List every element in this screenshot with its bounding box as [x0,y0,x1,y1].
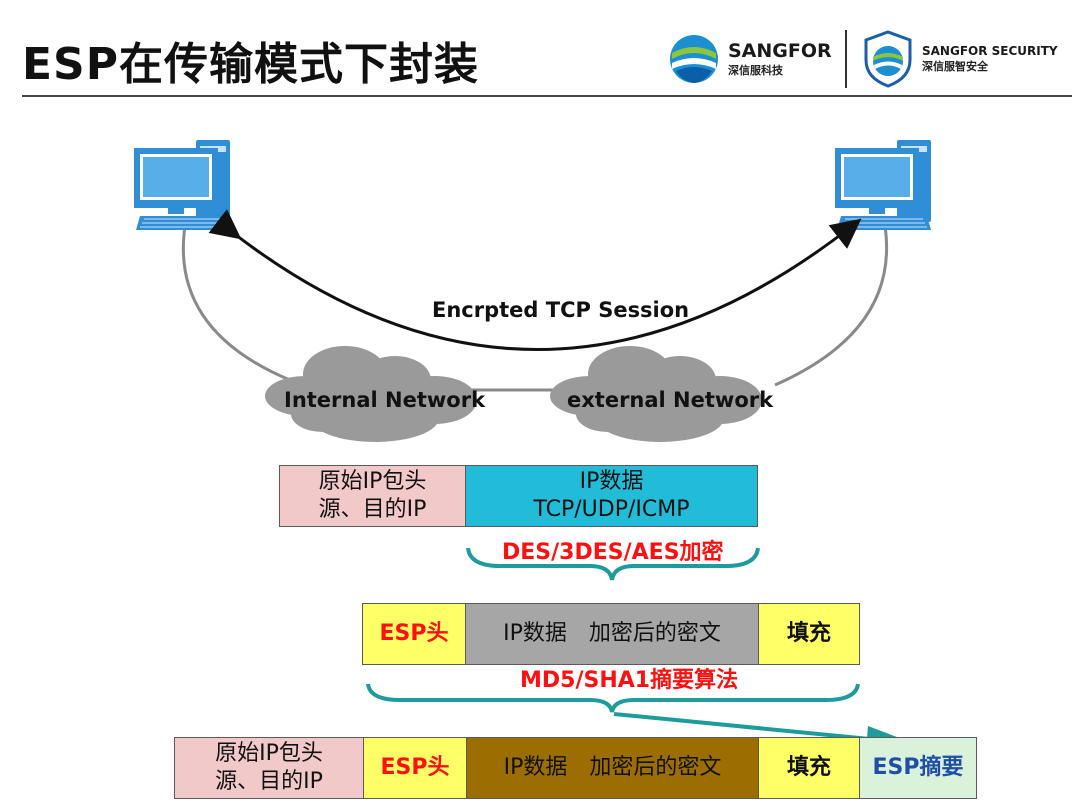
sangfor-security-logo: SANGFOR SECURITY 深信服智安全 [862,28,1058,90]
final-padding-cell: 填充 [758,737,860,799]
digest-brace [366,683,860,713]
session-label: Encrpted TCP Session [432,298,690,322]
digest-arrow [613,712,881,742]
final-esp-header-cell: ESP头 [363,737,467,799]
sangfor-logo: SANGFOR 深信服科技 [668,28,832,90]
final-ip-header-line2: 源、目的IP [215,769,323,794]
sangfor-sub: 深信服科技 [728,64,783,77]
ip-header-line2: 源、目的IP [318,497,427,522]
external-network-label: external Network [567,388,774,412]
digest-label: MD5/SHA1摘要算法 [520,668,739,693]
ip-header-line1: 原始IP包头 [318,469,427,494]
ip-data-line2: TCP/UDP/ICMP [533,497,690,522]
ip-data-cell: IP数据 TCP/UDP/ICMP [465,465,758,527]
left-link-line [181,225,291,382]
sangfor-name: SANGFOR [728,40,832,62]
final-ip-header-line1: 原始IP包头 [215,741,323,766]
logo-divider [845,30,847,88]
right-computer-icon [834,139,932,231]
right-link-line [774,225,889,387]
final-ip-header-cell: 原始IP包头 源、目的IP [174,737,364,799]
encryption-label: DES/3DES/AES加密 [502,540,724,565]
title-divider [22,95,1072,97]
internal-network-label: Internal Network [284,388,486,412]
page-title: ESP在传输模式下封装 [22,39,479,90]
security-sub: 深信服智安全 [922,60,988,73]
padding-cell: 填充 [758,603,860,665]
cipher-text-cell: IP数据 加密后的密文 [465,603,759,665]
left-computer-icon [133,139,231,231]
encryption-brace [466,547,760,581]
final-cipher-text-cell: IP数据 加密后的密文 [466,737,759,799]
sangfor-globe-icon [670,35,718,83]
encrypted-session-arrow [208,209,862,351]
original-ip-header-cell: 原始IP包头 源、目的IP [279,465,466,527]
esp-digest-cell: ESP摘要 [859,737,977,799]
security-name: SANGFOR SECURITY [922,44,1058,58]
esp-header-cell: ESP头 [362,603,466,665]
ip-data-line1: IP数据 [579,469,644,494]
security-shield-icon [864,30,912,88]
